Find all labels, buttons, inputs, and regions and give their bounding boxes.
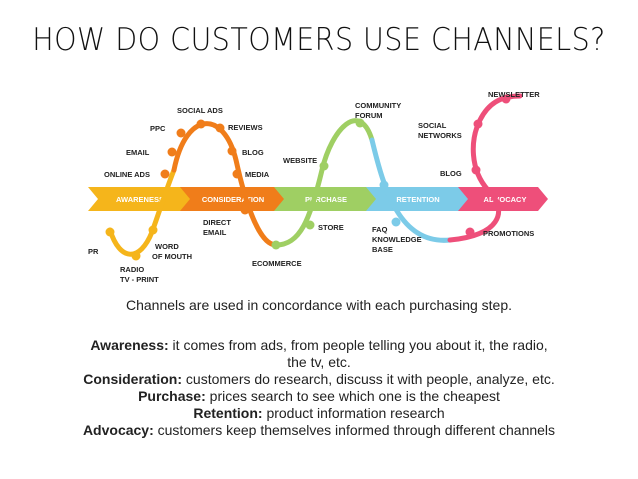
- label-ecommerce: ECOMMERCE: [252, 259, 302, 268]
- label-faq: FAQ: [372, 225, 388, 234]
- dot-blog2: [471, 165, 481, 175]
- stage-descriptions: Awareness: it comes from ads, from peopl…: [0, 337, 638, 439]
- label-base: BASE: [372, 245, 393, 254]
- label-tv-print: TV - PRINT: [120, 275, 159, 284]
- dot-reviews: [215, 123, 225, 133]
- dot-pr: [105, 227, 115, 237]
- stage-label-retention: RETENTION: [396, 195, 439, 204]
- dot-store: [305, 220, 315, 230]
- label-word: WORD: [155, 242, 179, 251]
- channel-dots: [105, 94, 511, 261]
- dot-word-of-mouth: [148, 225, 158, 235]
- channel-journey-diagram: AWARENESS CONSIDERATION PURCHASE RETENTI…: [88, 90, 548, 284]
- description-text: customers do research, discuss it with p…: [182, 371, 555, 387]
- label-social-ads: SOCIAL ADS: [177, 106, 223, 115]
- path-retention: [369, 137, 453, 243]
- description-advocacy: Advocacy: customers keep themselves info…: [0, 422, 638, 439]
- dot-blog: [227, 146, 237, 156]
- label-blog: BLOG: [242, 148, 264, 157]
- label-networks: NETWORKS: [418, 131, 462, 140]
- label-community: COMMUNITY: [355, 101, 401, 110]
- label-online-ads: ONLINE ADS: [104, 170, 150, 179]
- description-purchase: Purchase: prices search to see which one…: [0, 388, 638, 405]
- description-label: Consideration:: [83, 371, 183, 387]
- dot-social-networks: [473, 119, 483, 129]
- dot-newsletter: [501, 94, 511, 104]
- description-retention: Retention: product information research: [0, 405, 638, 422]
- dot-faq: [379, 180, 389, 190]
- label-store: STORE: [318, 223, 344, 232]
- label-direct: DIRECT: [203, 218, 231, 227]
- description-text: the tv, etc.: [287, 354, 351, 370]
- description-label: Purchase:: [138, 388, 206, 404]
- label-email2: EMAIL: [203, 228, 227, 237]
- label-forum: FORUM: [355, 111, 383, 120]
- label-media: MEDIA: [245, 170, 270, 179]
- description-label: Advocacy:: [82, 422, 154, 438]
- description-text: customers keep themselves informed throu…: [153, 422, 556, 438]
- description-label: Retention:: [193, 405, 263, 421]
- stage-band: AWARENESS CONSIDERATION PURCHASE RETENTI…: [88, 187, 548, 211]
- stage-label-consideration: CONSIDERATION: [202, 195, 264, 204]
- label-reviews: REVIEWS: [228, 123, 263, 132]
- description-text: prices search to see which one is the ch…: [205, 388, 500, 404]
- stage-consideration: [180, 187, 286, 211]
- page-title: HOW DO CUSTOMERS USE CHANNELS?: [32, 22, 606, 58]
- label-radio: RADIO: [120, 265, 144, 274]
- label-promotions: PROMOTIONS: [483, 229, 534, 238]
- path-advocacy: [447, 93, 523, 243]
- stage-label-advocacy: ADVOCACY: [484, 195, 527, 204]
- label-newsletter: NEWSLETTER: [488, 90, 540, 99]
- label-blog2: BLOG: [440, 169, 462, 178]
- stage-label-purchase: PURCHASE: [305, 195, 347, 204]
- dot-knowledge: [391, 217, 401, 227]
- label-website: WEBSITE: [283, 156, 317, 165]
- stage-label-awareness: AWARENESS: [116, 195, 164, 204]
- dot-radio: [131, 251, 141, 261]
- dot-social-ads: [196, 119, 206, 129]
- dot-ecommerce: [271, 240, 281, 250]
- path-consideration: [171, 121, 279, 248]
- description-awareness-cont: the tv, etc.: [0, 354, 638, 371]
- label-knowledge: KNOWLEDGE: [372, 235, 422, 244]
- description-text: it comes from ads, from people telling y…: [168, 337, 548, 353]
- label-pr: PR: [88, 247, 99, 256]
- dot-promotions: [465, 227, 475, 237]
- caption: Channels are used in concordance with ea…: [125, 297, 513, 313]
- channel-labels: PR RADIO TV - PRINT WORD OF MOUTH ONLINE…: [88, 90, 540, 284]
- label-of-mouth: OF MOUTH: [152, 252, 192, 261]
- stage-advocacy: [458, 187, 548, 211]
- description-awareness: Awareness: it comes from ads, from peopl…: [0, 337, 638, 354]
- label-email: EMAIL: [126, 148, 150, 157]
- stage-purchase: [274, 187, 378, 211]
- description-consideration: Consideration: customers do research, di…: [0, 371, 638, 388]
- dot-email: [167, 147, 177, 157]
- dot-community-forum: [355, 118, 365, 128]
- label-social: SOCIAL: [418, 121, 447, 130]
- dot-media: [232, 169, 242, 179]
- dot-website: [319, 161, 329, 171]
- description-label: Awareness:: [90, 337, 169, 353]
- dot-online-ads: [160, 169, 170, 179]
- dot-direct-email: [240, 205, 250, 215]
- label-ppc: PPC: [150, 124, 166, 133]
- dot-ppc: [176, 128, 186, 138]
- description-text: product information research: [262, 405, 445, 421]
